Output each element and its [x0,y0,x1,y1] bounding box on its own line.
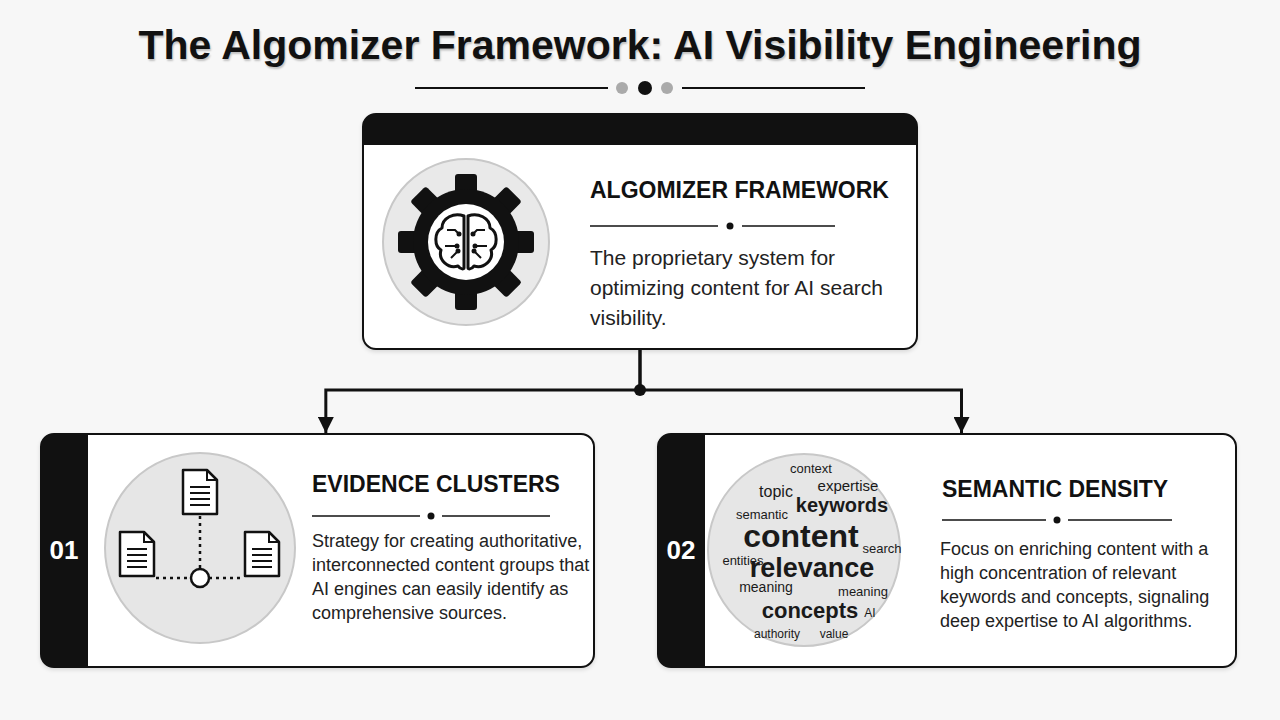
heading-divider [590,223,835,230]
diagram-title: The Algomizer Framework: AI Visibility E… [0,20,1280,70]
box-body: Strategy for creating authoritative, int… [312,529,592,625]
strategy-box: 02SEMANTIC DENSITYFocus on enriching con… [657,433,1237,668]
strategy-box: 01EVIDENCE CLUSTERSStrategy for creating… [40,433,595,668]
framework-box: ALGOMIZER FRAMEWORK The proprietary syste… [362,113,918,350]
box-heading: EVIDENCE CLUSTERS [312,470,612,498]
box-body: The proprietary system for optimizing co… [590,243,910,333]
heading-divider [942,517,1172,524]
gear-brain-icon [383,159,549,325]
title-divider [415,81,865,95]
box-body: Focus on enriching content with a high c… [940,537,1220,633]
heading-divider [312,513,550,520]
box-heading: ALGOMIZER FRAMEWORK [590,176,920,204]
word-cloud-disc [708,454,900,646]
junction-dot [634,384,646,396]
step-number: 01 [40,535,88,565]
connector-arrow [326,350,640,433]
documents-icon [105,453,295,643]
box-heading: SEMANTIC DENSITY [942,475,1242,503]
connector-arrow [640,350,962,433]
step-number: 02 [657,535,705,565]
